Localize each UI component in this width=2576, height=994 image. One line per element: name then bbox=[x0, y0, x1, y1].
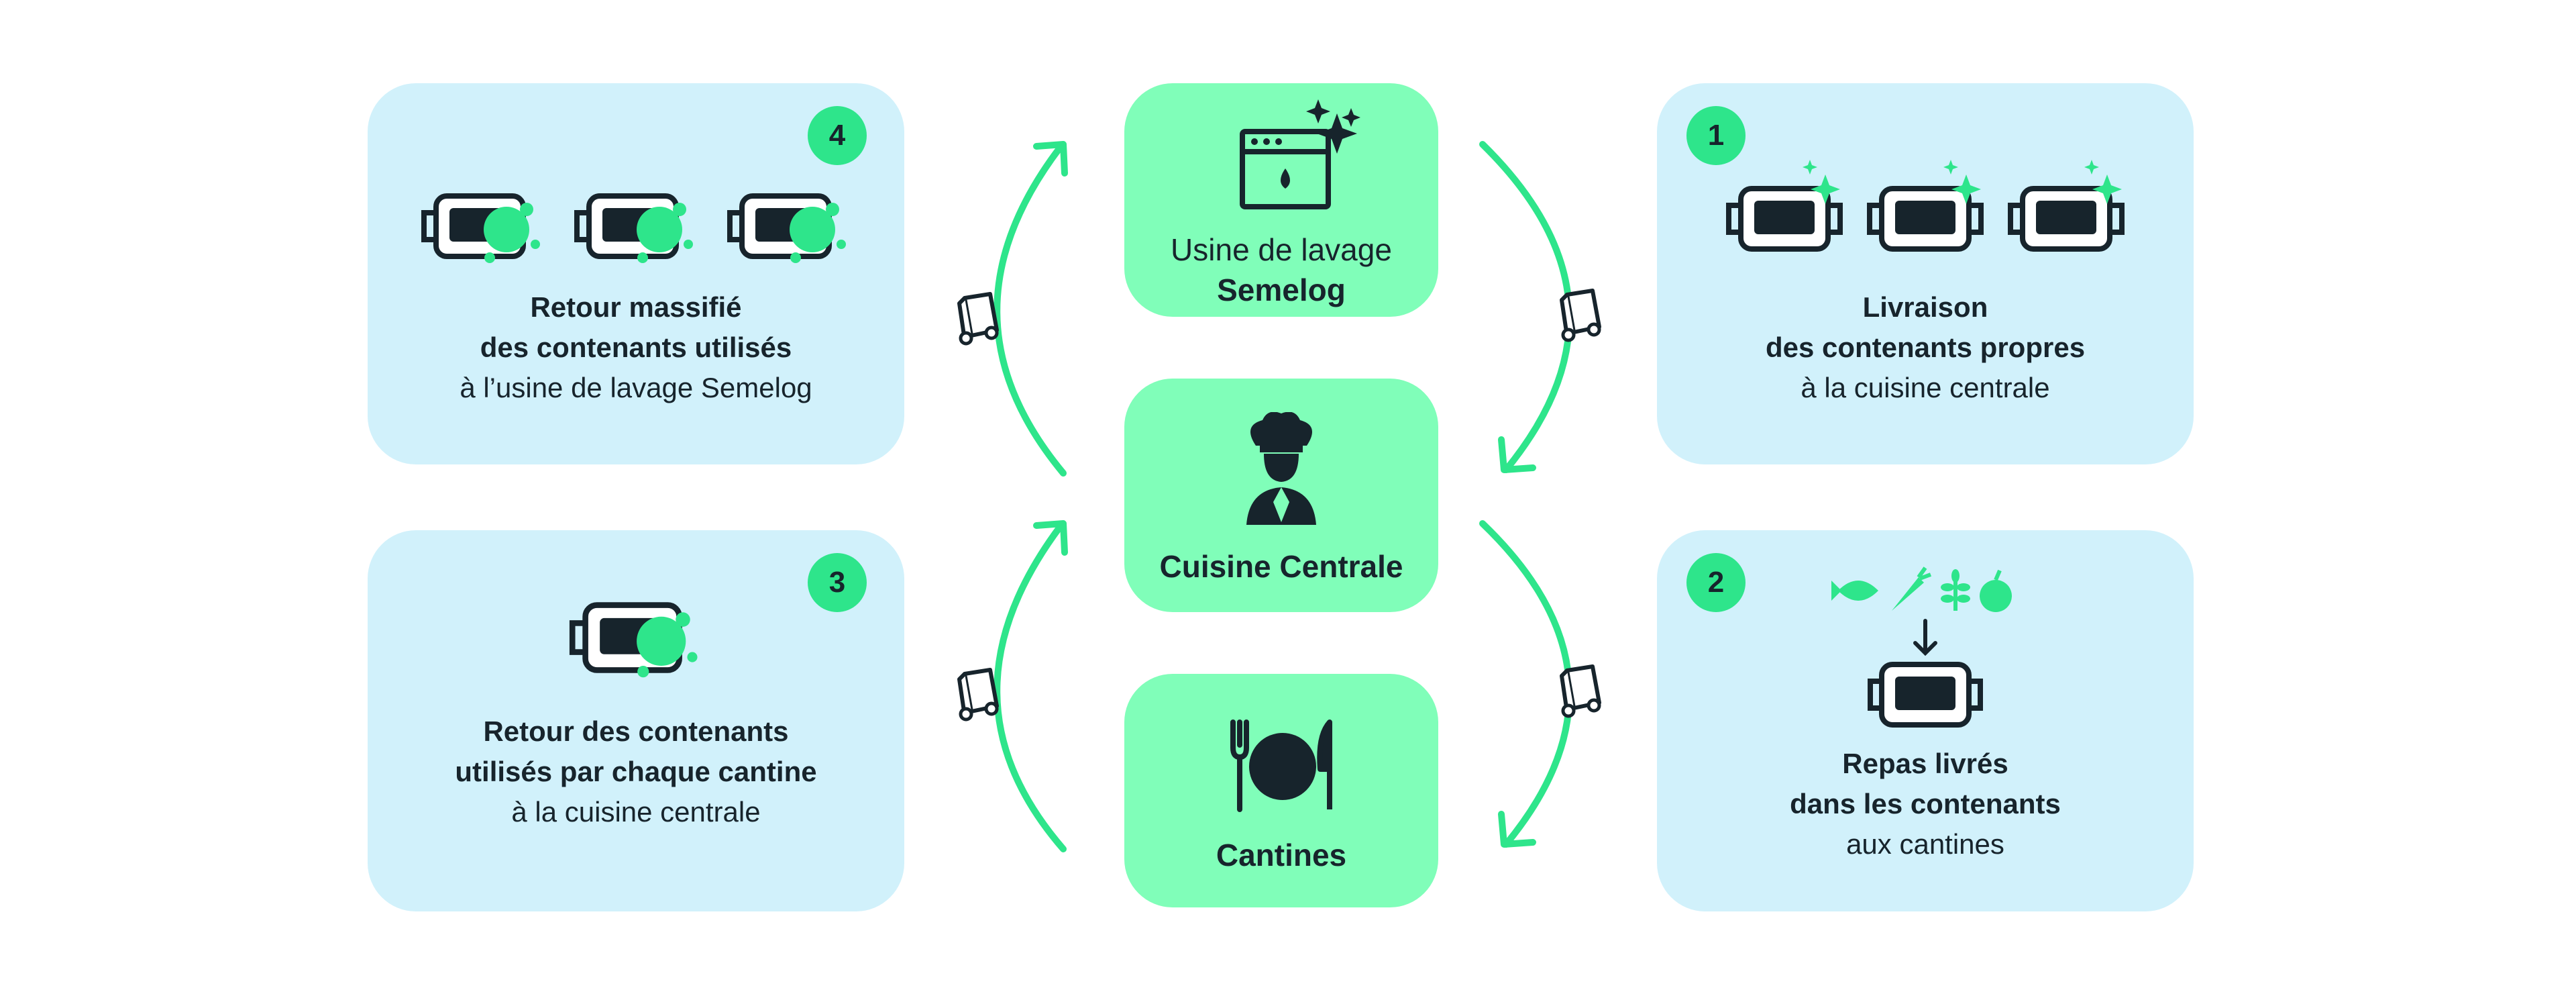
food-into-container-icon bbox=[1657, 557, 2194, 732]
central-kitchen-card: Cuisine Centrale bbox=[1124, 379, 1438, 612]
step-card-4: 4 Retour massifié des contenants utilisé… bbox=[368, 83, 904, 464]
step-card-3: 3 Retour des contenants utilisés par cha… bbox=[368, 530, 904, 911]
crate-icon bbox=[959, 294, 997, 344]
step-number-badge: 1 bbox=[1686, 106, 1746, 165]
apple-icon bbox=[1980, 569, 2012, 612]
step-caption: Livraison des contenants propres à la cu… bbox=[1765, 291, 2086, 403]
arrow-return-to-kitchen bbox=[994, 520, 1068, 852]
clean-container-icon bbox=[2008, 160, 2125, 252]
crate-icon bbox=[1562, 666, 1599, 716]
step-caption: Retour massifié des contenants utilisés … bbox=[460, 291, 812, 403]
step-caption: Repas livrés dans les contenants aux can… bbox=[1790, 748, 2061, 860]
dirty-container-icon bbox=[574, 193, 693, 263]
arrow-delivery-to-canteens bbox=[1479, 520, 1573, 848]
wheat-icon bbox=[1941, 569, 1970, 611]
carrot-icon bbox=[1892, 566, 1932, 611]
dirty-containers-icon bbox=[368, 183, 904, 270]
canteens-card: Cantines bbox=[1124, 674, 1438, 907]
washing-plant-label: Usine de lavage Semelog bbox=[1171, 232, 1392, 307]
clean-container-icon bbox=[1726, 160, 1843, 252]
crate-icon bbox=[959, 670, 997, 719]
crate-icon bbox=[1562, 291, 1599, 340]
plate-cutlery-icon bbox=[1230, 719, 1332, 812]
step-card-1: 1 Livraison des contenants propres à la … bbox=[1657, 83, 2194, 464]
container-icon bbox=[1868, 662, 1983, 728]
dirty-container-icon bbox=[727, 193, 846, 263]
dirty-container-icon bbox=[368, 591, 904, 685]
step-number-badge: 4 bbox=[808, 106, 867, 165]
fish-icon bbox=[1831, 581, 1878, 601]
step-number-badge: 3 bbox=[808, 553, 867, 612]
arrow-delivery-to-kitchen bbox=[1479, 141, 1573, 473]
dirty-container-icon bbox=[421, 193, 540, 263]
central-kitchen-label: Cuisine Centrale bbox=[1159, 549, 1403, 584]
clean-containers-icon bbox=[1657, 158, 2194, 259]
dirty-container-icon bbox=[569, 602, 698, 678]
dishwasher-sparkle-icon bbox=[1240, 99, 1360, 209]
canteens-label: Cantines bbox=[1216, 838, 1347, 873]
arrow-return-to-washing bbox=[994, 141, 1068, 477]
clean-container-icon bbox=[1867, 160, 1984, 252]
step-card-2: 2 bbox=[1657, 530, 2194, 911]
step-caption: Retour des contenants utilisés par chaqu… bbox=[455, 715, 817, 828]
washing-plant-card: Usine de lavage Semelog bbox=[1124, 83, 1438, 317]
chef-icon bbox=[1246, 412, 1316, 525]
food-into-container-icon bbox=[1831, 566, 2012, 728]
arrow-down-icon bbox=[1913, 619, 1937, 656]
step-number-badge: 2 bbox=[1686, 553, 1746, 612]
